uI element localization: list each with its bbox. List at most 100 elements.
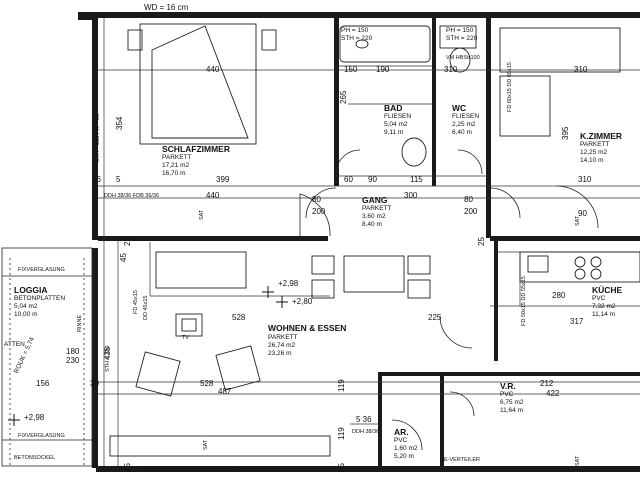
dim-25-b: 25	[123, 463, 132, 472]
dim-90-b: 90	[578, 209, 587, 218]
wall-gang-right	[486, 186, 491, 238]
room-schlafzimmer-area: 17,21 m2	[162, 162, 190, 169]
room-wohnen-perimeter: 23,26 m	[268, 350, 292, 357]
wc-bowl	[449, 47, 471, 73]
dim-119-a: 119	[337, 379, 346, 392]
kitchen-fixtures	[519, 251, 640, 283]
desk	[499, 27, 621, 73]
dim-45: 45	[119, 253, 128, 262]
loggia-atten: ATTEN	[4, 341, 25, 348]
room-bad-name: BAD	[384, 103, 403, 113]
window-label-3: FD 45x15	[133, 290, 139, 314]
kid-bed	[499, 75, 551, 137]
guide-lines	[98, 18, 640, 466]
room-vr-area: 6,75 m2	[500, 399, 524, 406]
stove-4	[590, 268, 602, 280]
room-vr-name: V.R.	[500, 381, 516, 391]
armchair-2	[215, 345, 261, 391]
dim-119-b: 119	[337, 427, 346, 440]
room-ar-area: 1,60 m2	[394, 445, 418, 452]
dim-80-a: 80	[312, 195, 321, 204]
pillow-2	[261, 29, 277, 51]
dim-528-b: 528	[200, 379, 214, 388]
door-bad	[335, 149, 361, 175]
room-wc-perimeter: 6,40 m	[452, 129, 472, 136]
dim-80-b: 80	[464, 195, 473, 204]
door-vr	[449, 391, 475, 417]
wall-bad-wc	[432, 18, 436, 186]
chair-4	[407, 279, 431, 299]
wall-top-left	[78, 12, 92, 20]
tv-unit	[175, 313, 203, 337]
door-kzimmer	[555, 185, 599, 229]
sat-symbol-4: SAT	[575, 455, 581, 466]
wall-left-lower	[92, 248, 98, 468]
room-bad-floor: FLIESEN	[384, 113, 412, 120]
wall-bad-left	[334, 18, 339, 186]
bad-ph: PH = 150	[341, 27, 369, 34]
dim-300: 300	[404, 191, 418, 200]
dim-180: 180	[66, 347, 80, 356]
betonsockel-label: BETONSOCKEL	[14, 455, 56, 461]
dim-310-b: 310	[574, 65, 588, 74]
bed-frame	[139, 23, 257, 145]
dim-440-mid: 440	[206, 191, 220, 200]
room-kueche-name: KÜCHE	[592, 285, 623, 295]
window-label-2: DDH 38/36 FDB 36/36	[104, 193, 160, 199]
living-furniture	[109, 251, 431, 457]
dim-440-top: 440	[206, 65, 220, 74]
room-wc-area: 2,25 m2	[452, 121, 476, 128]
room-wc-name: WC	[452, 103, 467, 113]
room-vr-floor: PVC	[500, 391, 514, 398]
door-gang-left	[305, 187, 337, 219]
dim-5: 5	[116, 175, 121, 184]
wall-schlaf-gang	[98, 236, 328, 241]
dim-90-a: 90	[368, 175, 377, 184]
dim-30: 30	[90, 379, 99, 388]
dim-265: 265	[339, 90, 348, 104]
dim-310-a: 310	[444, 65, 458, 74]
window-label-8: STH = 230	[105, 345, 111, 372]
room-kueche-area: 7,32 m2	[592, 303, 616, 310]
room-gang-area: 3,60 m2	[362, 213, 386, 220]
room-kueche-floor: PVC	[592, 295, 606, 302]
chair-1	[311, 255, 335, 275]
chair-2	[311, 279, 335, 299]
dim-395: 395	[561, 126, 570, 140]
dining-table	[343, 255, 405, 293]
dim-25-a: 25	[123, 237, 132, 246]
door-swings	[299, 149, 599, 451]
door-wc	[457, 149, 483, 175]
sat-symbol-3: SAT	[575, 215, 581, 226]
window-label-7: DDH 38/36	[352, 429, 380, 435]
kitchen-counter	[519, 251, 640, 283]
wall-kueche-left	[494, 241, 498, 361]
room-bad-perimeter: 9,11 m	[384, 129, 404, 136]
stove-1	[574, 256, 586, 268]
dim-150: 150	[344, 65, 358, 74]
door-schlaf	[299, 193, 331, 237]
room-wohnen-floor: PARKETT	[268, 334, 298, 341]
window-label-4: DD 45x15	[143, 295, 149, 320]
room-ar-floor: PVC	[394, 437, 408, 444]
room-schlafzimmer-name: SCHLAFZIMMER	[162, 144, 230, 154]
tv-symbol: TV	[182, 335, 190, 341]
bathtub-drain	[355, 39, 369, 49]
room-gang-name: GANG	[362, 195, 388, 205]
room-wc-floor: FLIESEN	[452, 113, 480, 120]
dim-225: 225	[428, 313, 442, 322]
dim-25-c: 25	[477, 237, 486, 246]
rinne-label: RINNE	[77, 314, 83, 332]
dim-317: 317	[570, 317, 584, 326]
stove-3	[574, 268, 586, 280]
dim-280: 280	[552, 291, 566, 300]
room-bad-area: 5,04 m2	[384, 121, 408, 128]
room-schlafzimmer-perimeter: 16,70 m	[162, 170, 186, 177]
window-label-1: STH = 250 PH = 90	[95, 114, 101, 162]
sat-symbol-2: SAT	[203, 439, 209, 450]
door-ar	[391, 419, 423, 451]
loggia-fix-top: FIXVERGLASUNG	[18, 267, 65, 273]
dim-25-d: 25	[337, 463, 346, 472]
dim-115: 115	[410, 175, 423, 184]
dim-212: 212	[540, 379, 554, 388]
